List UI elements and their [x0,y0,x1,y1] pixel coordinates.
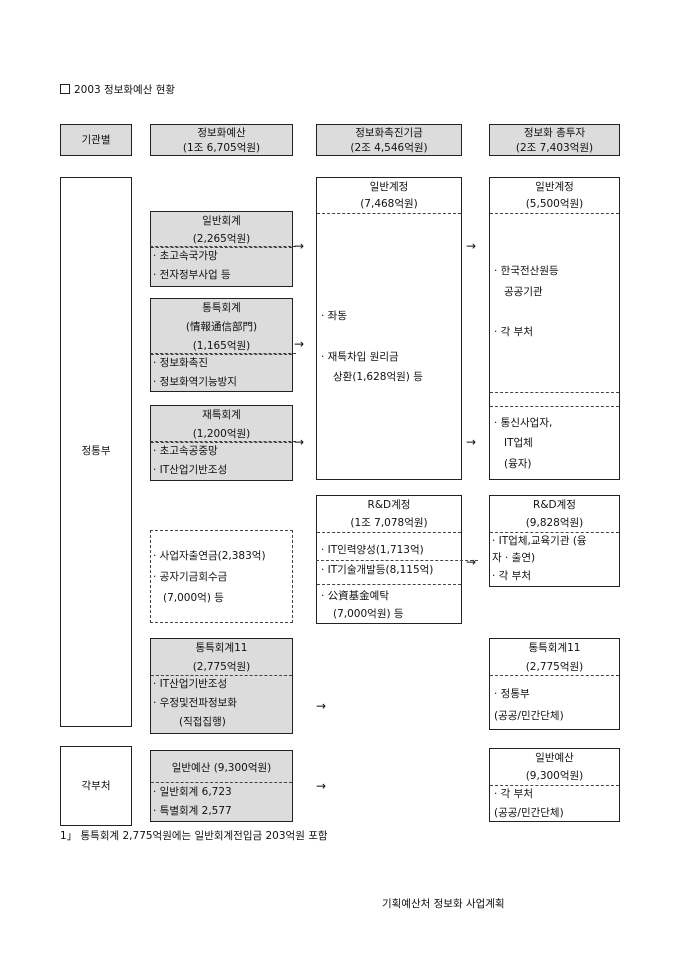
budget-others-item: · 일반회계 6,723 [153,786,232,798]
fund-general-item: · 재특차입 원리금 [321,351,399,363]
org-others-box: 각부처 [60,746,132,826]
org-others-label: 각부처 [81,780,111,792]
total-others-item: · 각 부처 [494,788,533,800]
budget-special11-title: 통특회계11 [195,642,248,654]
arrow-right-icon: → [466,555,477,569]
total-general-item: IT업체 [504,437,533,449]
checkbox-square-icon [60,84,70,94]
header-total-line2: (2조 7,403억원) [515,142,594,154]
source-note: 기획예산처 정보화 사업계획 [382,898,505,910]
total-special11-box: 통특회계11 (2,775억원) · 정통부 (공공/민간단체) [489,638,620,730]
budget-contrib-item: (7,000억) 등 [163,592,224,604]
budget-fiscal-item: · 초고속공중망 [153,445,218,457]
arrow-right-icon: → [316,779,327,793]
budget-special-title: 통특회계 [202,302,241,314]
org-mic-box: 정통부 [60,177,132,727]
budget-fiscal-amount: (1,200억원) [192,428,251,440]
arrow-right-icon: → [294,435,305,449]
budget-special11-item: · 우정및전파정보화 [153,697,237,709]
budget-special-box: 통특회계 (情報通信部門) (1,165억원) · 정보화촉진 · 정보화역기능… [150,298,293,392]
total-rd-box: R&D계정 (9,828억원) · IT업체,교육기관 (융 자 · 출연) ·… [489,495,620,587]
total-rd-item: 자 · 출연) [492,552,536,564]
fund-rd-item: (7,000억원) 등 [333,608,404,620]
total-rd-title: R&D계정 [533,499,576,511]
arrow-right-icon: → [294,337,305,351]
budget-special-item: · 정보화촉진 [153,357,208,369]
fund-rd-item: · 公資基金예탁 [321,590,389,602]
fund-general-amount: (7,468억원) [360,198,418,210]
total-others-amount: (9,300억원) [525,770,584,782]
fund-general-item: · 좌동 [321,310,347,322]
budget-contrib-item: · 사업자출연금(2,383억) [153,550,266,562]
fund-rd-amount: (1조 7,078억원) [350,517,428,529]
fund-rd-item: · IT인력양성(1,713억) [321,544,424,556]
budget-special11-box: 통특회계11 (2,775억원) · IT산업기반조성 · 우정및전파정보화 (… [150,638,293,734]
header-total: 정보화 총투자 (2조 7,403억원) [489,124,620,156]
budget-general-amount: (2,265억원) [192,233,251,245]
budget-special11-amount: (2,775억원) [192,661,251,673]
org-mic-label: 정통부 [81,445,111,457]
total-rd-item: · IT업체,교육기관 (융 [492,535,587,547]
total-general-item: · 통신사업자, [494,417,553,429]
total-others-title: 일반예산 [535,752,574,764]
budget-general-item: · 전자정부사업 등 [153,269,231,281]
budget-special-sub: (情報通信部門) [185,321,258,333]
total-general-item: (융자) [504,458,532,470]
total-rd-amount: (9,828억원) [525,517,584,529]
fund-general-box: 일반계정 (7,468억원) · 좌동 · 재특차입 원리금 상환(1,628억… [316,177,462,480]
budget-special-amount: (1,165억원) [192,340,251,352]
arrow-right-icon: → [466,239,477,253]
budget-special-item: · 정보화역기능방지 [153,376,237,388]
budget-fiscal-item: · IT산업기반조성 [153,464,228,476]
arrow-right-icon: → [316,699,327,713]
connector-line [316,560,478,561]
budget-special11-item: · IT산업기반조성 [153,678,228,690]
total-general-item: · 각 부처 [494,326,533,338]
budget-general-item: · 초고속국가망 [153,250,218,262]
fund-rd-item: · IT기술개발등(8,115억) [321,564,434,576]
total-special11-title: 통특회계11 [528,642,581,654]
connector-line [150,246,296,247]
total-general-box: 일반계정 (5,500억원) · 한국전산원등 공공기관 · 각 부처 · 통신… [489,177,620,480]
budget-fiscal-title: 재특회계 [202,409,241,421]
total-rd-item: · 각 부처 [492,570,531,582]
header-budget: 정보화예산 (1조 6,705억원) [150,124,293,156]
budget-contrib-box: · 사업자출연금(2,383억) · 공자기금회수금 (7,000억) 등 [150,530,293,623]
connector-line [150,353,296,354]
total-general-amount: (5,500억원) [525,198,584,210]
header-fund-line1: 정보화촉진기금 [355,127,423,139]
budget-general-title: 일반회계 [202,215,241,227]
budget-general-box: 일반회계 (2,265억원) · 초고속국가망 · 전자정부사업 등 [150,211,293,287]
total-special11-amount: (2,775억원) [525,661,584,673]
fund-rd-title: R&D계정 [367,499,411,511]
budget-special11-item: (직접집행) [179,716,226,728]
budget-contrib-item: · 공자기금회수금 [153,571,228,583]
header-budget-line2: (1조 6,705억원) [182,142,261,154]
arrow-right-icon: → [294,239,305,253]
budget-others-title: 일반예산 (9,300억원) [171,762,272,774]
arrow-right-icon: → [466,435,477,449]
total-special11-item: (공공/민간단체) [494,710,564,722]
header-fund-line2: (2조 4,546억원) [350,142,428,154]
total-others-item: (공공/민간단체) [494,807,564,819]
fund-general-item: 상환(1,628억원) 등 [333,371,423,383]
header-total-line1: 정보화 총투자 [523,127,586,139]
header-org: 기관별 [60,124,132,156]
total-general-item: 공공기관 [504,286,543,298]
budget-others-item: · 특별회계 2,577 [153,805,232,817]
budget-fiscal-box: 재특회계 (1,200억원) · 초고속공중망 · IT산업기반조성 [150,405,293,481]
total-others-box: 일반예산 (9,300억원) · 각 부처 (공공/민간단체) [489,748,620,822]
fund-rd-box: R&D계정 (1조 7,078억원) · IT인력양성(1,713억) · IT… [316,495,462,624]
header-budget-line1: 정보화예산 [197,127,246,139]
footnote: 1」 통특회계 2,775억원에는 일반회계전입금 203억원 포함 [60,830,328,842]
total-special11-item: · 정통부 [494,688,530,700]
header-org-label: 기관별 [81,134,111,146]
page-title: 2003 정보화예산 현황 [60,83,175,97]
total-general-item: · 한국전산원등 [494,265,559,277]
total-general-title: 일반계정 [535,181,574,193]
header-fund: 정보화촉진기금 (2조 4,546억원) [316,124,462,156]
fund-general-title: 일반계정 [369,181,409,193]
budget-others-box: 일반예산 (9,300억원) · 일반회계 6,723 · 특별회계 2,577 [150,750,293,822]
connector-line [150,441,296,442]
